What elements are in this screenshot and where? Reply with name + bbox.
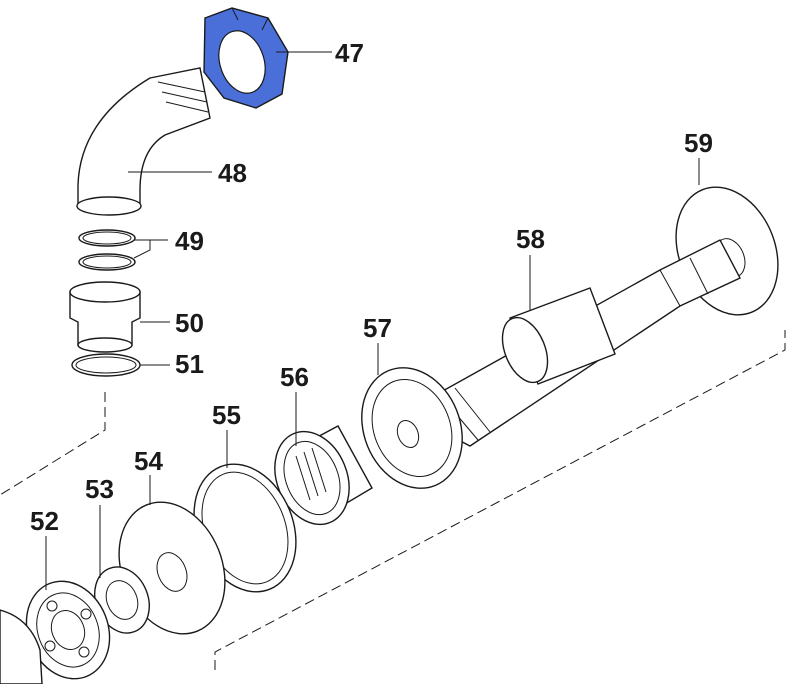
label-59: 59 bbox=[684, 128, 713, 158]
label-52: 52 bbox=[30, 506, 59, 536]
label-50: 50 bbox=[175, 308, 204, 338]
assembly-guide-lines bbox=[0, 330, 786, 670]
part-50-fitting[interactable] bbox=[69, 281, 141, 353]
label-55: 55 bbox=[212, 400, 241, 430]
part-52-ball-bearing[interactable] bbox=[12, 569, 124, 684]
part-58-shaft[interactable] bbox=[403, 239, 741, 447]
label-57: 57 bbox=[363, 313, 392, 343]
label-54: 54 bbox=[134, 446, 163, 476]
part-57-seal-ring[interactable] bbox=[344, 353, 479, 504]
label-48: 48 bbox=[218, 158, 247, 188]
part-number-labels: 47 48 49 50 51 52 53 54 55 56 57 58 59 bbox=[30, 38, 713, 536]
label-47: 47 bbox=[335, 38, 364, 68]
leader-lines bbox=[45, 51, 700, 590]
part-51-o-ring[interactable] bbox=[71, 353, 141, 377]
part-49-o-rings[interactable] bbox=[78, 229, 136, 271]
label-56: 56 bbox=[280, 362, 309, 392]
housing-partial bbox=[0, 609, 43, 684]
part-47-nut[interactable] bbox=[203, 7, 289, 109]
part-48-elbow-pipe[interactable] bbox=[76, 67, 211, 216]
label-58: 58 bbox=[516, 224, 545, 254]
label-49: 49 bbox=[175, 226, 204, 256]
part-56-needle-bearing[interactable] bbox=[262, 420, 373, 535]
label-53: 53 bbox=[85, 474, 114, 504]
label-51: 51 bbox=[175, 349, 204, 379]
